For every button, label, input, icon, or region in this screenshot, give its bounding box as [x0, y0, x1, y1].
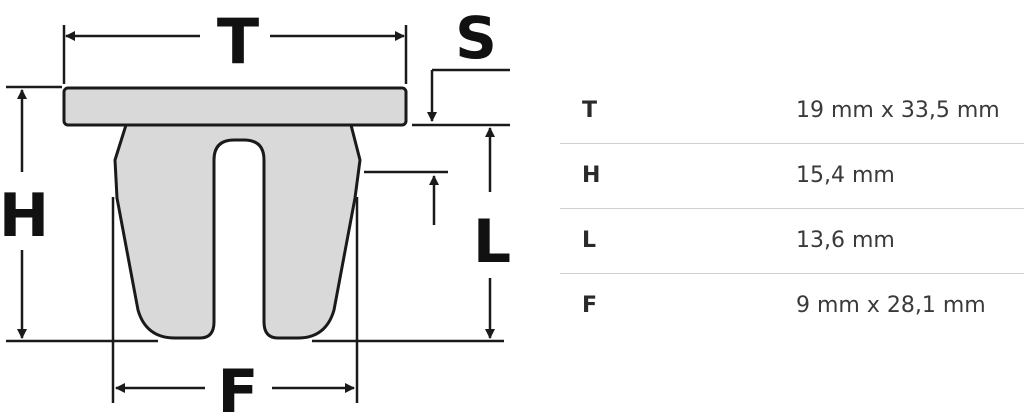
label-h: H [0, 181, 49, 251]
clip-body [113, 123, 362, 340]
spec-value: 15,4 mm [796, 163, 895, 188]
spec-key: F [582, 293, 598, 319]
spec-row-t: T 19 mm x 33,5 mm [560, 78, 1024, 143]
label-f: F [218, 357, 259, 418]
label-l: L [473, 207, 511, 277]
label-t: T [217, 5, 259, 78]
spec-key: L [582, 228, 597, 253]
clip-dimension-diagram: T S H L F [0, 4, 511, 418]
spec-value: 9 mm x 28,1 mm [796, 293, 986, 319]
spec-value: 19 mm x 33,5 mm [796, 97, 1000, 123]
clip-head [62, 86, 408, 127]
spec-value: 13,6 mm [796, 228, 895, 253]
spec-table: T 19 mm x 33,5 mm H 15,4 mm L 13,6 mm F … [560, 78, 1024, 338]
spec-row-l: L 13,6 mm [560, 208, 1024, 273]
spec-row-f: F 9 mm x 28,1 mm [560, 273, 1024, 338]
spec-key: H [582, 163, 601, 188]
label-s: S [455, 4, 497, 72]
spec-key: T [582, 97, 598, 123]
spec-row-h: H 15,4 mm [560, 143, 1024, 208]
